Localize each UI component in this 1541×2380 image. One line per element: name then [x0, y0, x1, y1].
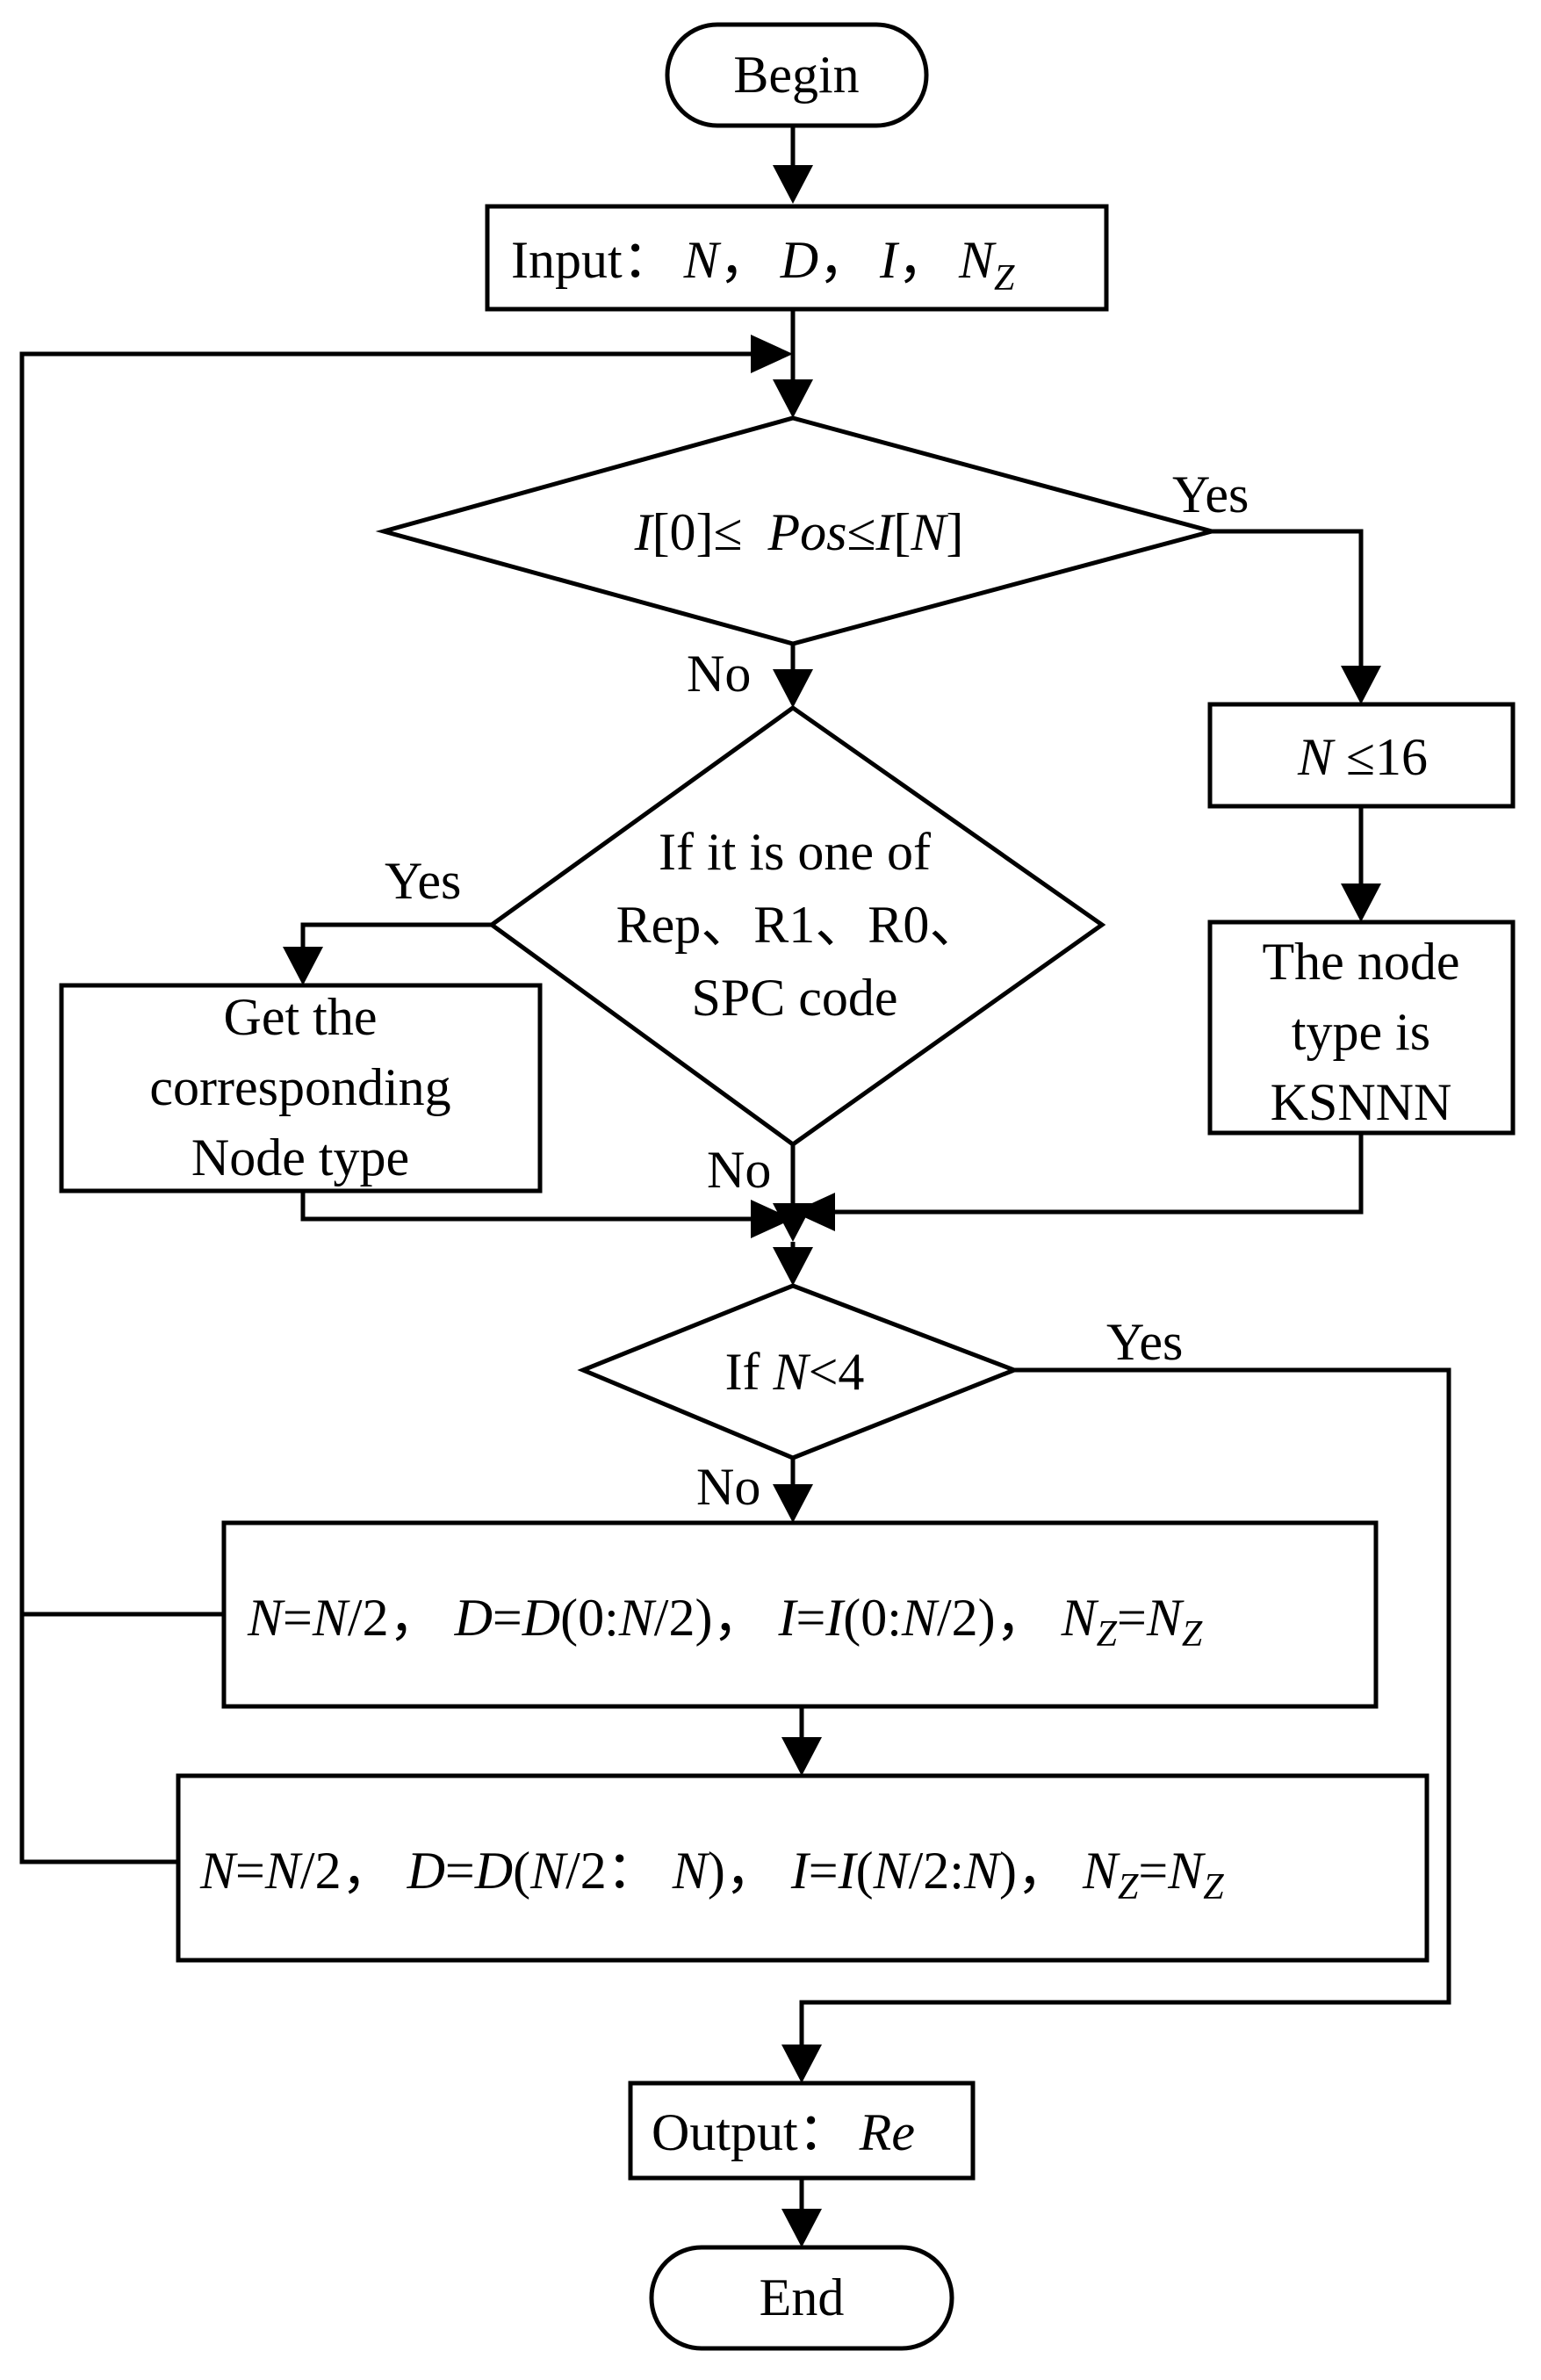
knnn-box: The node type is KSNNN	[1207, 920, 1516, 1136]
range-decision: I[0]≤ Pos≤I[N]	[375, 415, 1221, 646]
n16-box: N ≤16	[1207, 702, 1516, 809]
arrowhead-split-right	[781, 1737, 822, 1776]
range-condition-label: I[0]≤ Pos≤I[N]	[634, 503, 964, 561]
arrowhead-n16	[1341, 666, 1381, 704]
output-box: Output：Re	[628, 2081, 976, 2181]
get-node-line-2: corresponding	[149, 1058, 450, 1116]
arrowhead-split-left	[773, 1484, 813, 1523]
arrowhead-merge-left	[751, 1200, 793, 1238]
get-node-line-3: Node type	[191, 1129, 409, 1186]
input-label: Input：N，D，I，NZ	[511, 231, 1015, 299]
codes-yes-label: Yes	[385, 852, 461, 910]
arrowhead-condition	[773, 379, 813, 418]
knnn-line-3: KSNNN	[1271, 1073, 1452, 1131]
codes-line-3: SPC code	[691, 969, 897, 1027]
edge-range-yes	[1212, 529, 1364, 689]
split-left-label: N=N/2， D=D(0:N/2)， I=I(0:N/2)， NZ=NZ	[247, 1589, 1203, 1655]
output-label: Output：Re	[652, 2103, 915, 2161]
split-right-label: N=N/2， D=D(N/2： N)， I=I(N/2:N)， NZ=NZ	[199, 1842, 1224, 1908]
n4-yes-label: Yes	[1106, 1313, 1183, 1371]
arrowhead-codes	[773, 669, 813, 708]
arrowhead-output	[781, 2045, 822, 2083]
n16-label: N ≤16	[1297, 728, 1428, 786]
arrowhead-knnn	[1341, 883, 1381, 922]
edge-labels: Yes No Yes No Yes No	[385, 465, 1249, 1516]
codes-line-2: Rep、R1、R0、	[616, 896, 983, 954]
codes-no-label: No	[707, 1141, 771, 1199]
n4-condition-label: If N<4	[725, 1343, 865, 1401]
arrowhead-loop-back	[751, 335, 793, 373]
n4-decision: If N<4	[577, 1283, 1020, 1460]
n4-no-label: No	[696, 1458, 760, 1516]
edge-n4-yes	[799, 1367, 1451, 2066]
edge-codes-yes	[300, 922, 492, 970]
split-left-box: N=N/2， D=D(0:N/2)， I=I(0:N/2)， NZ=NZ	[221, 1520, 1379, 1709]
arrowhead-input	[773, 165, 813, 204]
edge-get-node-merge	[300, 1191, 773, 1222]
begin-label: Begin	[733, 46, 859, 104]
input-box: Input：N，D，I，NZ	[485, 204, 1109, 312]
edges	[19, 126, 1451, 2247]
end-label: End	[760, 2268, 845, 2326]
codes-line-1: If it is one of	[659, 823, 931, 881]
knnn-line-1: The node	[1263, 933, 1460, 991]
arrowhead-merge-right	[793, 1193, 835, 1231]
knnn-line-2: type is	[1292, 1003, 1430, 1061]
codes-decision: If it is one of Rep、R1、R0、 SPC code	[487, 704, 1106, 1148]
edge-knnn-merge	[813, 1133, 1364, 1215]
end-terminal: End	[649, 2245, 954, 2351]
arrowhead-get-node	[283, 947, 323, 985]
get-node-line-1: Get the	[224, 988, 378, 1046]
range-no-label: No	[687, 645, 751, 703]
begin-terminal: Begin	[665, 22, 929, 128]
arrowhead-n4	[773, 1247, 813, 1286]
get-node-box: Get the corresponding Node type	[59, 983, 543, 1194]
range-yes-label: Yes	[1172, 465, 1249, 523]
split-right-box: N=N/2， D=D(N/2： N)， I=I(N/2:N)， NZ=NZ	[176, 1773, 1429, 1963]
arrowhead-end	[781, 2209, 822, 2247]
